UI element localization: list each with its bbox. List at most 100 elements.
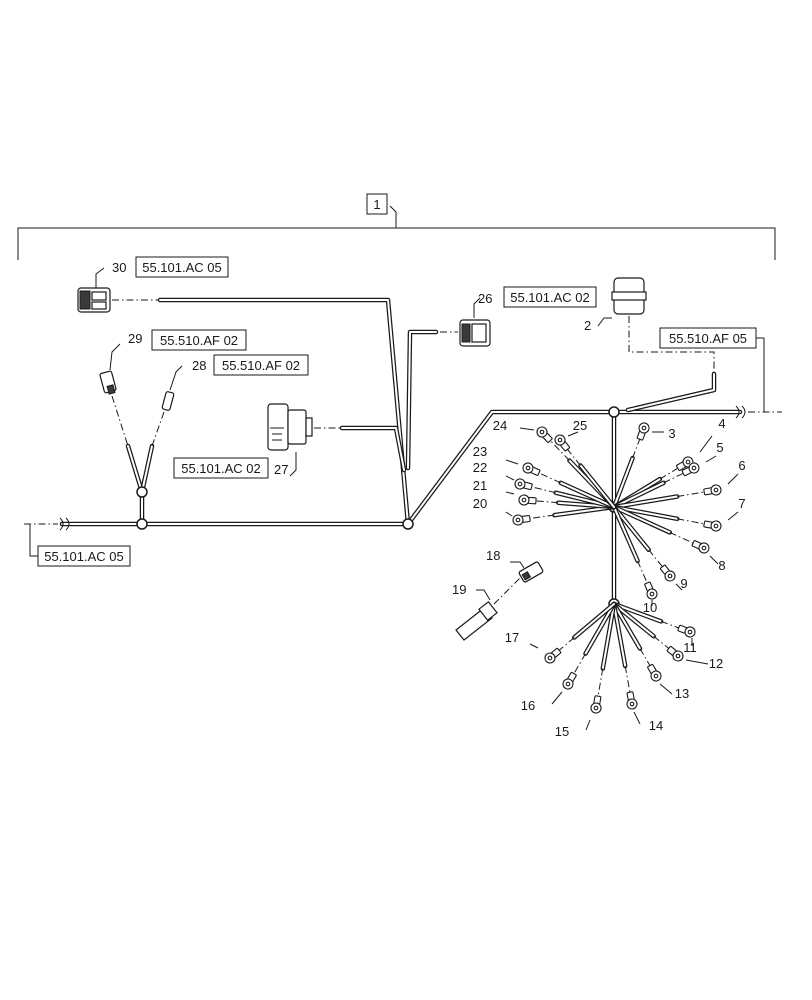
ring-terminal-3 [636, 422, 650, 441]
connector-2: 2 [584, 277, 715, 372]
item-28-label: 28 [192, 358, 206, 373]
ring-terminal-7 [703, 520, 722, 532]
item-23-label: 23 [473, 444, 487, 459]
fan-wire-core-25 [579, 464, 615, 508]
fan-centerline-7 [677, 518, 710, 526]
fan-centerline-5 [663, 470, 688, 484]
ring-terminal-6 [703, 484, 722, 496]
assembly-callout-1: 1 [366, 193, 388, 215]
fan-centerline-9 [648, 549, 666, 571]
assembly-bracket [17, 205, 776, 260]
leader-4 [699, 435, 713, 453]
connector-29: 29 55.510.AF 02 [99, 329, 247, 447]
fan-centerline-21 [530, 500, 559, 504]
leader-20 [505, 511, 513, 517]
fan-centerline-23 [534, 470, 561, 484]
fan-wire-core-11 [613, 603, 663, 623]
item-24-label: 24 [493, 418, 507, 433]
item-4-label: 4 [718, 416, 725, 431]
item-18-label: 18 [486, 548, 500, 563]
item-19-label: 19 [452, 582, 466, 597]
ring-terminal-5 [681, 462, 700, 477]
item-12-label: 12 [709, 656, 723, 671]
ring-terminal-24 [536, 426, 553, 443]
fan-wire-core-6 [613, 495, 679, 508]
leader-17 [529, 643, 539, 649]
leader-25 [567, 431, 579, 437]
fan-wire-core-23 [559, 481, 615, 508]
item-16-label: 16 [521, 698, 535, 713]
ring-terminal-16 [562, 671, 577, 690]
fan-centerline-24 [546, 436, 570, 461]
item-14-label: 14 [649, 718, 663, 733]
fan-wire-core-14 [613, 603, 627, 667]
connector-27: 27 55.101.AC 02 [173, 403, 340, 479]
connector-19: 19 [452, 577, 521, 641]
assembly-callout-label: 1 [373, 197, 380, 212]
ref-right-label: 55.510.AF 05 [669, 331, 747, 346]
ring-terminals [512, 422, 722, 714]
ref-27-label: 55.101.AC 02 [181, 461, 261, 476]
connector-26: 26 55.101.AC 02 [440, 286, 597, 347]
item-6-label: 6 [738, 458, 745, 473]
ring-terminal-21 [518, 494, 537, 506]
item-9-label: 9 [680, 576, 687, 591]
item-5-label: 5 [716, 440, 723, 455]
fan-wire-core-5 [613, 481, 665, 508]
leader-5 [705, 455, 717, 463]
item-8-label: 8 [718, 558, 725, 573]
item-11-label: 11 [683, 640, 697, 655]
leader-7 [727, 511, 739, 521]
ring-terminal-25 [554, 434, 571, 452]
item-20-label: 20 [473, 496, 487, 511]
leader-14 [633, 711, 641, 725]
item-26-label: 26 [478, 291, 492, 306]
lower-fanout-bundle [555, 601, 684, 702]
leader-8 [709, 555, 719, 565]
ref-left-group: 55.101.AC 05 [29, 524, 131, 567]
item-2-label: 2 [584, 318, 591, 333]
upper-fanout-bundle [524, 434, 710, 588]
fan-wire-core-10 [613, 506, 639, 562]
leader-15 [585, 719, 591, 731]
fan-centerline-6 [677, 490, 710, 497]
fan-centerline-10 [637, 560, 650, 588]
ring-terminal-22 [514, 478, 533, 491]
ref-29-label: 55.510.AF 02 [160, 333, 238, 348]
ring-terminal-12 [666, 645, 684, 662]
fan-wire-core-12 [613, 603, 655, 638]
connector-18: 18 [486, 548, 544, 583]
leader-22 [505, 475, 515, 481]
item-30-label: 30 [112, 260, 126, 275]
ring-terminal-20 [512, 514, 531, 526]
leader-6 [727, 473, 739, 485]
item-15-label: 15 [555, 724, 569, 739]
leader-16 [551, 691, 563, 705]
item-29-label: 29 [128, 331, 142, 346]
ref-28-label: 55.510.AF 02 [222, 358, 300, 373]
leader-9 [675, 583, 683, 591]
leader-24 [519, 427, 535, 431]
item-27-label: 27 [274, 462, 288, 477]
fan-wire-core-15 [601, 603, 615, 670]
fan-centerline-15 [596, 668, 604, 702]
ring-terminal-10 [644, 581, 658, 600]
ring-terminal-8 [691, 540, 710, 554]
leader-12 [685, 659, 709, 665]
item-10-label: 10 [643, 600, 657, 615]
ring-terminal-13 [647, 663, 662, 682]
ring-terminal-15 [590, 695, 602, 714]
ref-left-label: 55.101.AC 05 [44, 549, 124, 564]
fan-wire-core-9 [613, 506, 650, 551]
fan-centerline-16 [571, 653, 586, 679]
connector-28: 28 55.510.AF 02 [151, 354, 309, 447]
fan-wire-core-13 [613, 603, 641, 650]
ring-terminal-11 [677, 624, 696, 638]
ring-terminal-23 [522, 462, 541, 476]
leader-21 [505, 491, 515, 495]
item-22-label: 22 [473, 460, 487, 475]
fan-centerline-4 [659, 465, 683, 480]
fan-wire-core-7 [613, 506, 679, 520]
leader-13 [659, 683, 673, 695]
